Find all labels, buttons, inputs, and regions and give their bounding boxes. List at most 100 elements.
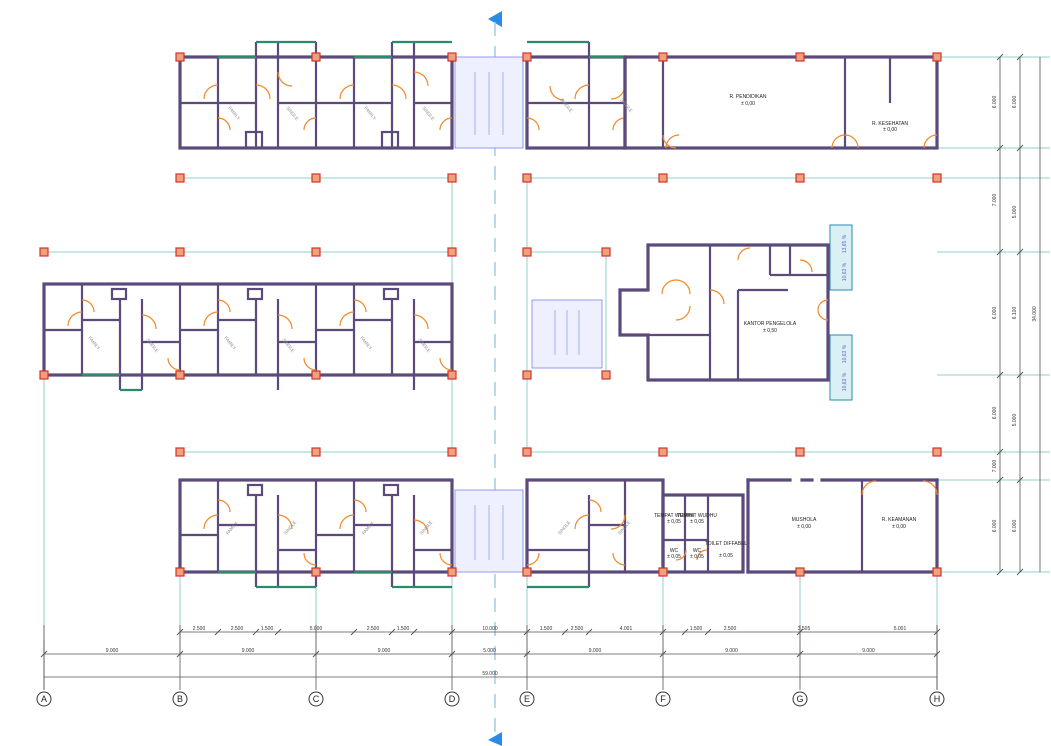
room-tempat-wudhu-1-name: TEMPAT WUDHU [654,513,694,519]
column-marker [447,567,457,577]
dimension-value: 6.000 [1012,96,1018,109]
middle-left-units [42,282,454,392]
column-marker [795,173,805,183]
column-marker [522,567,532,577]
room-kesehatan-name: R. KESEHATAN [872,121,908,127]
column-marker [522,247,532,257]
unit-label: FAMILY [223,335,237,350]
column-marker [311,173,321,183]
room-tempat-wudhu-2-name: TEMPAT WUDHU [677,513,717,519]
dimension-value: 6.100 [1012,307,1018,320]
unit-label: FAMILY [359,335,373,350]
column-marker [601,247,611,257]
dimension-value: 1.500 [540,626,553,632]
section-marker-bottom-icon [488,732,502,746]
grid-bubble-label: C [313,694,320,704]
dimension-value: 1.500 [397,626,410,632]
unit-label: SINGLE [281,337,295,353]
grid-bubble [36,691,52,707]
column-marker [175,247,185,257]
unit-label: SINGLE [145,337,159,353]
grid-bubble [308,691,324,707]
unit-label: SINGLE [559,97,573,113]
grid-bubble-label: E [524,694,530,704]
column-marker [658,567,668,577]
ramp-label-3: 10,63 % [842,344,848,363]
unit-label: SINGLE [421,105,435,121]
grid-bubble-label: B [177,694,183,704]
dimension-value: 9.000 [378,648,391,654]
dimension-right-col: 6.0007.0006.0006.0007.0006.0006.0005.000… [992,53,1024,576]
unit-label: FAMILY [87,335,101,350]
dimension-right-total: 34.000 [1032,306,1038,322]
room-wc-2-name: WC [693,548,702,554]
dimension-value: 4.001 [620,626,633,632]
room-kantor-level: ± 0,50 [763,328,777,334]
column-marker [658,173,668,183]
dimension-value: 6.000 [992,407,998,420]
column-marker [447,447,457,457]
education-health-block [623,55,939,150]
dimension-value: 6.000 [992,307,998,320]
grid-bubble-label: A [41,694,47,704]
column-marker [795,447,805,457]
grid-bubble-label: H [934,694,941,704]
column-marker [601,370,611,380]
dimension-value: 2.500 [367,626,380,632]
grid-bubble [172,691,188,707]
dimension-value: 9.000 [242,648,255,654]
dimension-value: 9.000 [106,648,119,654]
grid-bubble [519,691,535,707]
bottom-left-units [178,478,454,589]
column-marker [311,370,321,380]
room-toilet-level: ± 0,05 [719,553,733,559]
dimension-value: 7.000 [992,194,998,207]
column-marker [522,52,532,62]
columns [39,52,942,577]
column-marker [932,447,942,457]
column-marker [658,52,668,62]
grid-bubble [929,691,945,707]
top-right-units [525,40,627,150]
dimension-value: 9.000 [725,648,738,654]
right-dimensions [999,57,1041,572]
dimension-value: 5.000 [1012,414,1018,427]
dimension-value: 5.000 [483,648,496,654]
unit-label: SINGLE [557,520,571,536]
room-wc-1-name: WC [670,548,679,554]
room-pendidikan-name: R. PENDIDIKAN [730,94,767,100]
middle-stair [531,299,603,369]
bottom-dimensions [43,625,938,690]
room-wc-1-level: ± 0,05 [667,554,681,560]
dimension-value: 2.500 [724,626,737,632]
column-marker [311,247,321,257]
room-tempat-wudhu-2-level: ± 0,05 [690,519,704,525]
dimension-value: 7.000 [992,460,998,473]
section-marker-top-icon [488,11,502,27]
column-marker [311,52,321,62]
dimension-value: 6.000 [992,520,998,533]
column-marker [311,567,321,577]
column-marker [39,247,49,257]
column-marker [447,173,457,183]
column-marker [932,567,942,577]
ramps [829,224,853,401]
dimension-total: 59.000 [482,671,498,677]
unit-label: FAMILY [225,520,239,535]
dimension-value: 2.500 [571,626,584,632]
room-kantor-name: KANTOR PENGELOLA [744,321,797,327]
unit-label: FAMILY [227,105,241,120]
column-marker [175,370,185,380]
unit-label: SINGLE [285,105,299,121]
dimension-value: 9.000 [862,648,875,654]
dimension-value: 2.500 [231,626,244,632]
grid-bubble [792,691,808,707]
dimension-value: 1.500 [690,626,703,632]
bottom-right-block [525,478,939,589]
grid-bubble-label: D [449,694,456,704]
column-marker [311,447,321,457]
unit-label: SINGLE [417,337,431,353]
